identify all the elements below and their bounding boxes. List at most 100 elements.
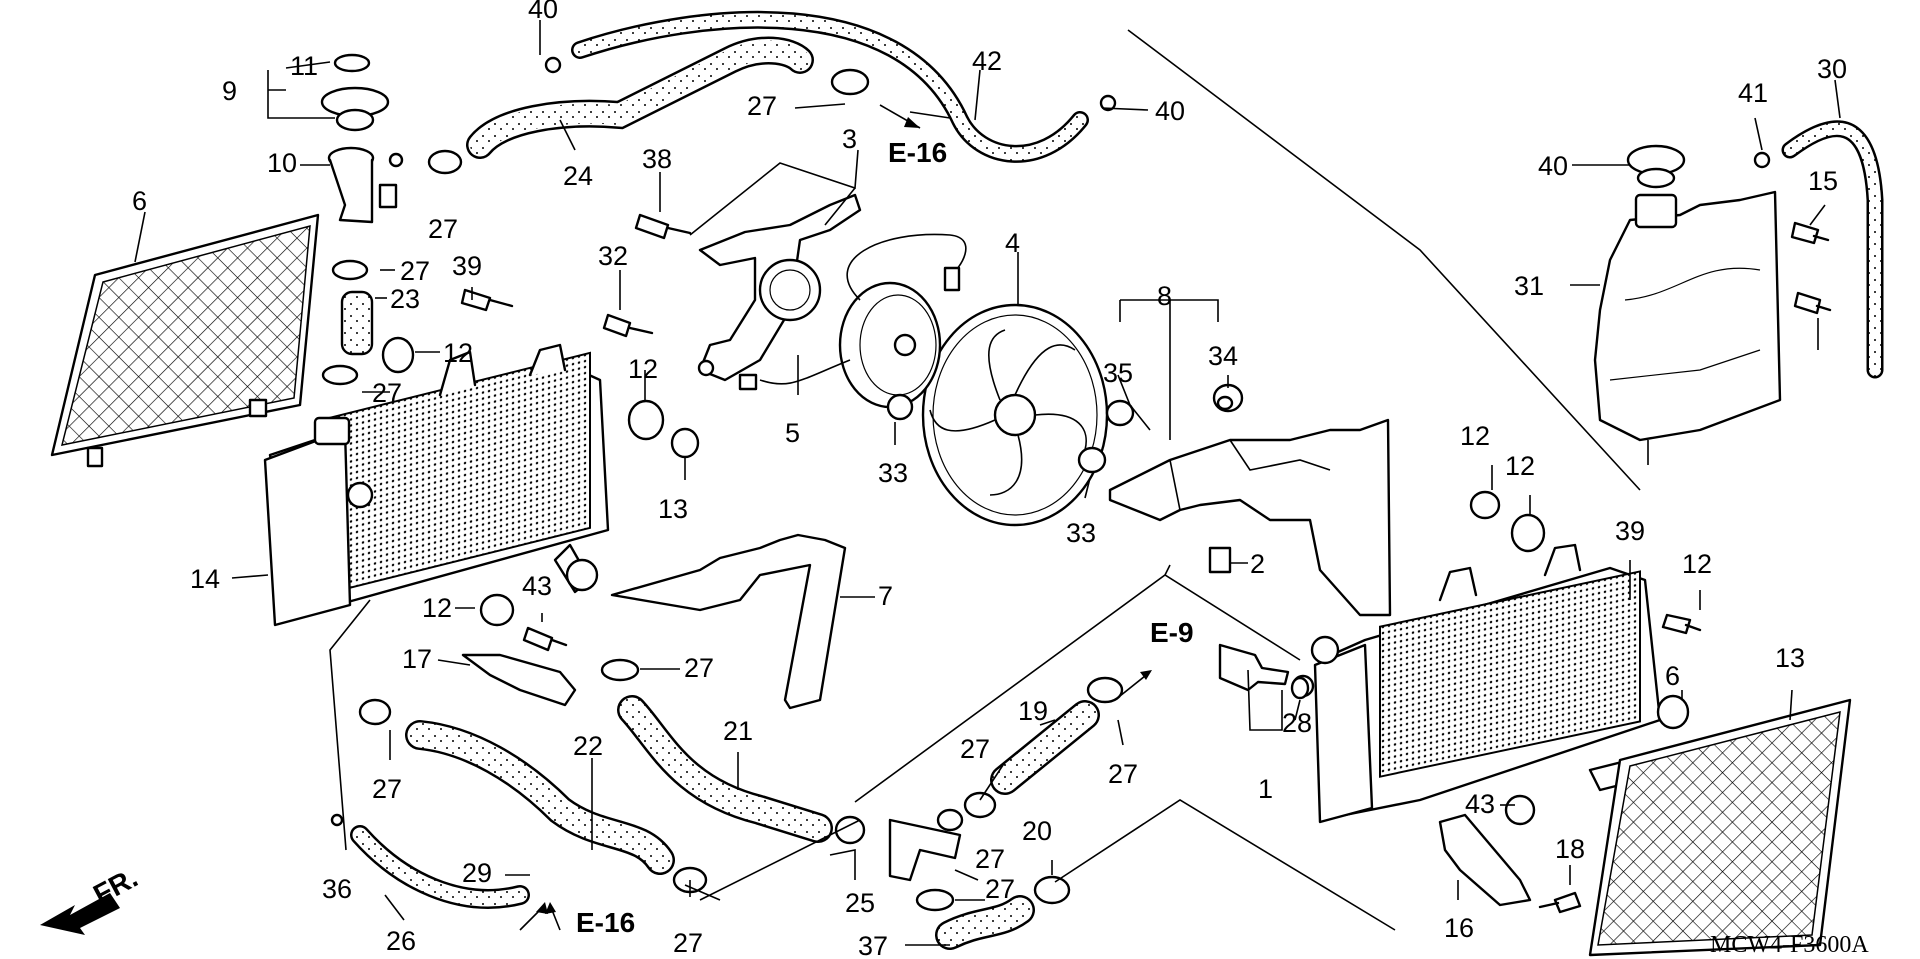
callout: 36 [322,874,352,904]
callout: 27 [1108,759,1138,789]
callout-labels: 40 11 9 10 6 24 27 42 40 27 38 3 39 27 2… [132,0,1847,959]
callout: 12 [422,593,452,623]
callout: 16 [1444,913,1474,943]
callout: 12 [1505,451,1535,481]
callout: 5 [785,418,800,448]
radiator-cap [320,86,390,132]
front-direction-arrow: FR. [40,862,143,935]
callout: 15 [1808,166,1838,196]
callout: 7 [878,581,893,611]
hose-22 [405,720,675,875]
callout: 30 [1817,54,1847,84]
callout: 12 [1460,421,1490,451]
callout: 19 [1018,696,1048,726]
callout: 29 [462,858,492,888]
callout: 32 [598,241,628,271]
hose-21 [617,695,833,843]
fan-bracket [697,193,862,382]
callout: 24 [563,161,593,191]
hose-joint [888,808,964,882]
callout: 12 [443,338,473,368]
callout: 27 [960,734,990,764]
callout: 31 [1514,271,1544,301]
hose-20 [935,895,1035,950]
bracket-18 [1438,813,1532,907]
radiator-lower-bracket [610,533,847,710]
callout: 37 [858,931,888,959]
hose-clamps [321,68,1124,912]
callout: 40 [1155,96,1185,126]
hose-26 [350,825,530,909]
callout: 3 [842,124,857,154]
callout: 9 [222,76,237,106]
reserve-cap [1626,144,1686,189]
callout: 27 [400,256,430,286]
hose-19 [990,700,1100,795]
left-radiator-grill [50,213,320,468]
right-radiator-grill [1588,698,1852,957]
callout: 12 [628,354,658,384]
callout: 17 [402,644,432,674]
filler-neck [327,146,404,224]
callout: 22 [573,731,603,761]
hose-23 [340,290,374,356]
callout: 6 [1665,661,1680,691]
fan-motor [738,233,967,409]
bolts [460,213,1832,914]
leader-lines [134,20,1841,946]
thermo-switch [1218,643,1310,700]
bracket-17 [461,653,577,707]
callout: 40 [1538,151,1568,181]
reserve-tank [1593,190,1782,465]
section-reference: E-9 [1150,617,1194,648]
callout: 4 [1005,228,1020,258]
callout: 42 [972,46,1002,76]
hose-41 [1781,120,1884,379]
callout: 27 [673,928,703,958]
callout: 12 [1682,549,1712,579]
callout: 25 [845,888,875,918]
callout: 1 [1258,774,1273,804]
callout: 26 [386,926,416,956]
callout: 27 [747,91,777,121]
callout: 21 [723,716,753,746]
callout: 43 [522,571,552,601]
callout: 20 [1022,816,1052,846]
callout: 14 [190,564,220,594]
callout: 13 [658,494,688,524]
cap-seal [333,53,371,73]
callout: 33 [1066,518,1096,548]
callout: 39 [1615,516,1645,546]
diagram-code: MCW4-F3600A [1710,932,1869,958]
callout: 27 [372,774,402,804]
left-radiator [263,343,610,627]
callout: 34 [1208,341,1238,371]
callout: 23 [390,284,420,314]
hose-42 [571,10,1089,163]
cooling-fan [921,303,1109,527]
callout: 41 [1738,78,1768,108]
callout: 27 [975,844,1005,874]
callout: 39 [452,251,482,281]
callout: 2 [1250,549,1265,579]
fan-shroud [1108,418,1392,617]
right-radiator [1310,543,1662,824]
callout: 33 [878,458,908,488]
callout: 8 [1157,281,1172,311]
section-reference: E-16 [576,907,635,938]
callout: 6 [132,186,147,216]
small-clips [330,56,1771,827]
hose-24 [466,36,814,159]
callout: 27 [985,874,1015,904]
callout: 18 [1555,834,1585,864]
callout: 40 [528,0,558,24]
callout: 13 [1775,643,1805,673]
reference-arrows [519,104,1152,931]
callout: 10 [267,148,297,178]
section-reference: E-16 [888,137,947,168]
callout: 38 [642,144,672,174]
callout: 43 [1465,789,1495,819]
callout: 28 [1282,708,1312,738]
